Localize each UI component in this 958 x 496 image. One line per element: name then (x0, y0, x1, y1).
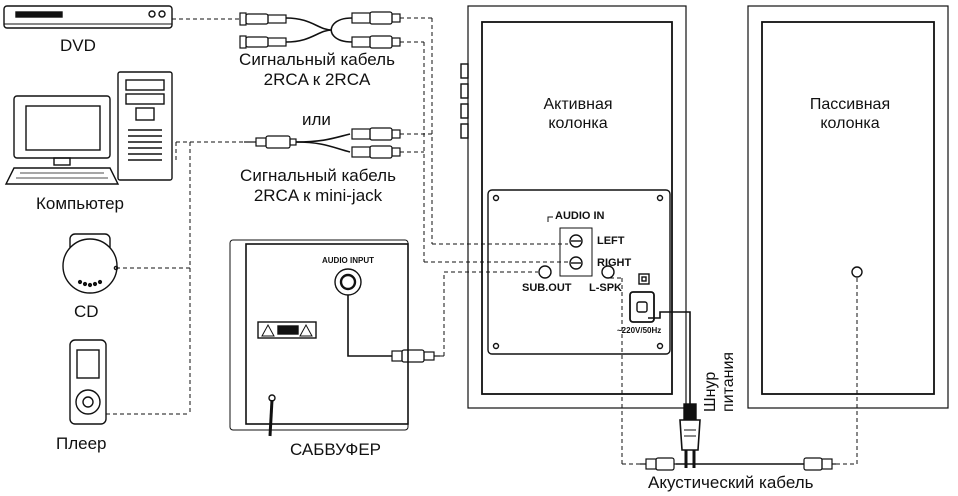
computer-icon (4, 71, 173, 185)
minijack-plug (244, 135, 297, 149)
power-cord-label-line2: питания (719, 351, 737, 412)
power-cord-label-line1: Шнур (702, 371, 719, 412)
rca-plugs-top-left (239, 12, 287, 49)
cd-label: CD (74, 302, 99, 321)
active-speaker-label: Активная колонка (508, 96, 648, 134)
rca-cable-label-line2: 2RCA к 2RCA (263, 70, 371, 90)
minijack-cable-label-line1: Сигнальный кабель (240, 166, 396, 185)
power-plug-icon (679, 403, 701, 468)
rca-plugs-middle (351, 127, 401, 159)
rca-cable-label-line1: Сигнальный кабель (239, 50, 395, 69)
acoustic-plugs (640, 457, 836, 471)
acoustic-cable-label: Акустический кабель (648, 473, 814, 492)
l-spk-label: L-SPK (589, 282, 622, 294)
rca-cable-label: Сигнальный кабель 2RCA к 2RCA (232, 50, 402, 90)
solid-cables (285, 17, 804, 465)
signal-wires (106, 17, 858, 465)
computer-label: Компьютер (36, 194, 124, 213)
left-input-label: LEFT (597, 235, 625, 247)
passive-speaker-icon (747, 5, 949, 409)
rca-plugs-top-right (351, 11, 401, 49)
dvd-label: DVD (60, 36, 96, 55)
sub-audio-input-label: AUDIO INPUT (322, 256, 374, 265)
power-cord-label: Шнур питания (702, 352, 737, 412)
active-speaker-label-line2: колонка (548, 114, 608, 132)
power-rating-label: ~220V/50Hz (617, 326, 662, 335)
minijack-cable-label-line2: 2RCA к mini-jack (253, 186, 383, 206)
right-input-label: RIGHT (597, 257, 632, 269)
audio-in-label: AUDIO IN (553, 210, 607, 223)
subwoofer-label: САБВУФЕР (290, 440, 382, 459)
passive-speaker-label-line1: Пассивная (809, 96, 891, 113)
dvd-player-icon (3, 5, 173, 29)
active-speaker-label-line1: Активная (543, 96, 613, 113)
subwoofer-icon (229, 239, 409, 437)
or-label: или (302, 110, 331, 129)
subwoofer-plug (391, 349, 440, 363)
minijack-cable-label: Сигнальный кабель 2RCA к mini-jack (226, 166, 410, 206)
sub-out-label: SUB.OUT (522, 282, 572, 294)
passive-speaker-label: Пассивная колонка (780, 96, 920, 134)
passive-speaker-label-line2: колонка (820, 114, 880, 132)
active-speaker-icon (460, 5, 687, 409)
player-label: Плеер (56, 434, 107, 453)
mp3-player-icon (69, 339, 107, 425)
cd-player-icon (62, 233, 119, 294)
